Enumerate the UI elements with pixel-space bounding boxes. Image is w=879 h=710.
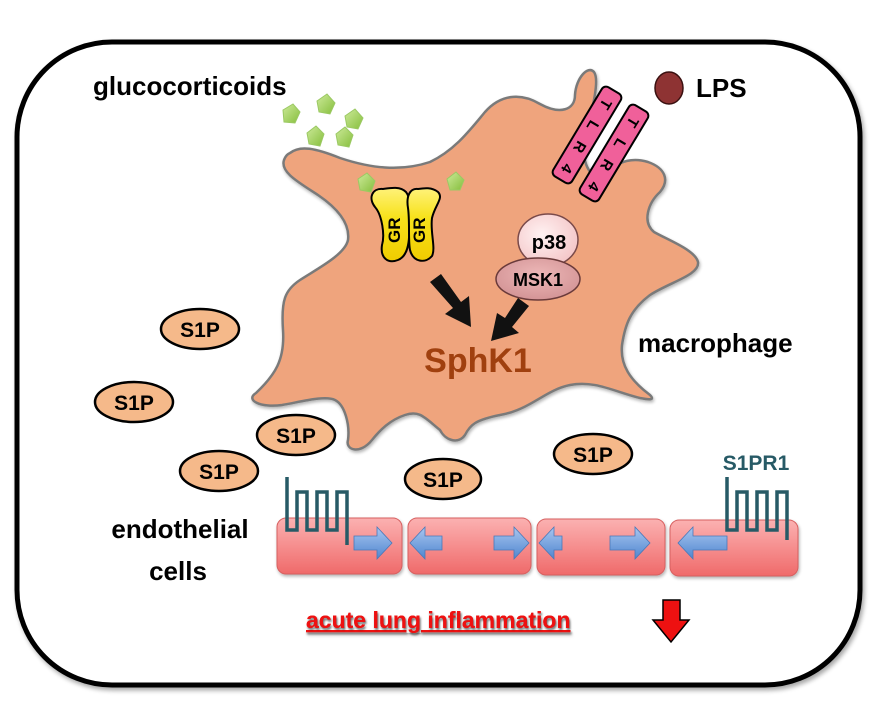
- glucocorticoid-molecules: [282, 93, 465, 193]
- s1p-molecule: S1P: [159, 307, 241, 351]
- lps-label: LPS: [696, 73, 747, 103]
- s1p-molecule: S1P: [178, 449, 260, 493]
- cells-label: cells: [149, 556, 207, 586]
- lps-molecule: [654, 71, 684, 105]
- tlr4-receptor: T L R 4: [578, 103, 650, 203]
- tlr4-dimer: T L R 4 T L R 4: [551, 85, 650, 203]
- sphk1-label: SphK1: [424, 342, 532, 380]
- s1pr1-receptor-left: [285, 477, 349, 545]
- gr-label-right: GR: [410, 218, 429, 244]
- glucocorticoid-molecule: [282, 103, 301, 124]
- s1p-molecule: S1P: [552, 432, 634, 476]
- s1p-molecule: S1P: [93, 380, 175, 424]
- svg-text:S1P: S1P: [423, 469, 463, 492]
- tlr4-receptor: T L R 4: [551, 85, 623, 185]
- arrow-right-icon: [609, 525, 651, 561]
- endothelial-label: endothelial: [111, 514, 248, 544]
- s1pr1-receptor-right: [725, 477, 789, 540]
- msk1-to-sphk1-arrow: [491, 298, 529, 341]
- svg-text:S1P: S1P: [276, 425, 316, 448]
- msk1-label: MSK1: [513, 270, 563, 290]
- glucocorticoid-molecule: [306, 125, 325, 147]
- endothelial-cell: [407, 517, 532, 575]
- activation-arrows: [430, 274, 529, 341]
- junction-arrows: [353, 525, 728, 561]
- gr-dimer: GR GR: [370, 186, 442, 263]
- glucocorticoids-label: glucocorticoids: [93, 71, 287, 101]
- outcome: acute lung inflammation: [306, 599, 691, 644]
- s1pr1-label: S1PR1: [723, 452, 790, 475]
- glucocorticoid-molecule: [446, 171, 465, 191]
- svg-text:S1P: S1P: [114, 392, 154, 415]
- macrophage-cell: [251, 69, 700, 451]
- svg-text:S1P: S1P: [180, 319, 220, 342]
- msk1-node: [495, 257, 581, 301]
- endothelial-cell-layer: [276, 517, 799, 577]
- arrow-left-icon: [538, 525, 563, 561]
- gr-receptor-left: [370, 186, 411, 263]
- svg-text:S1P: S1P: [573, 444, 613, 467]
- s1pr1-receptors: [285, 477, 789, 545]
- endothelial-cell: [276, 517, 403, 575]
- gr-receptor-right: [406, 187, 442, 262]
- gr-label-left: GR: [385, 218, 404, 244]
- endothelial-cell: [669, 519, 799, 577]
- gr-to-sphk1-arrow: [430, 274, 471, 327]
- arrow-left-icon: [677, 525, 728, 561]
- glucocorticoid-molecule: [344, 108, 364, 130]
- arrow-right-icon: [353, 525, 393, 561]
- arrow-left-icon: [409, 525, 443, 561]
- glucocorticoid-molecule: [316, 93, 336, 115]
- s1p-molecule: S1P: [403, 457, 483, 501]
- decrease-arrow-icon: [651, 599, 691, 644]
- glucocorticoid-molecule: [335, 126, 354, 148]
- glucocorticoid-molecule: [357, 172, 376, 193]
- s1p-molecules: S1P S1P S1P S1P S1P S1P: [93, 307, 634, 501]
- s1p-molecule: S1P: [255, 413, 337, 457]
- p38-label: p38: [532, 232, 566, 254]
- svg-text:S1P: S1P: [199, 461, 239, 484]
- arrow-right-icon: [493, 525, 530, 561]
- outcome-label: acute lung inflammation: [306, 607, 571, 633]
- endothelial-cell: [536, 518, 666, 576]
- macrophage-label: macrophage: [638, 328, 793, 358]
